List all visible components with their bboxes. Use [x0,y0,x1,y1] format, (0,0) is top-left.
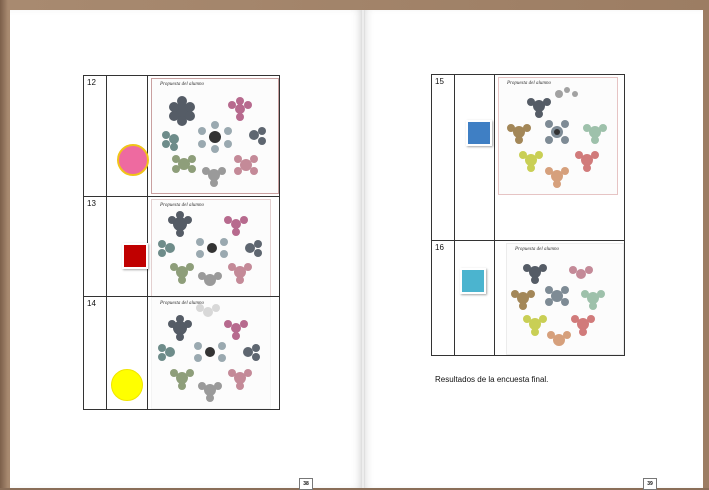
flower-diagram [152,298,270,408]
flower-diagram [507,244,623,354]
student-proposal-thumbnail: Propuesta del alumno [151,199,271,297]
table-row: 16 Propuesta del alumno [432,240,624,356]
flower-diagram [152,79,278,193]
table-row: 13 Propuesta del alumno [84,196,279,297]
row-number: 13 [87,199,96,208]
blue-square-swatch [466,120,492,146]
flower-diagram [499,78,617,194]
table-row: 15 Propuesta del alumno [432,75,624,240]
cyan-square-swatch [460,268,486,294]
figure-caption: Resultados de la encuesta final. [435,375,548,384]
left-table: 12 Propuesta del alumno 13 Propuesta del… [83,75,280,410]
book-gutter [361,10,365,488]
red-square-swatch [122,243,148,269]
table-row: 14 Propuesta del alumno [84,296,279,410]
row-number: 16 [435,243,444,252]
page-number: 39 [643,478,657,490]
right-table: 15 Propuesta del alumno 16 Propuesta del… [431,74,625,356]
student-proposal-thumbnail: Propuesta del alumno [506,243,624,355]
student-proposal-thumbnail: Propuesta del alumno [498,77,618,195]
table-row: 12 Propuesta del alumno [84,76,279,196]
pink-circle-swatch [117,144,149,176]
page-number: 38 [299,478,313,490]
row-number: 14 [87,299,96,308]
row-number: 15 [435,77,444,86]
yellow-circle-swatch [111,369,143,401]
student-proposal-thumbnail: Propuesta del alumno [151,78,279,194]
flower-diagram [152,200,270,296]
student-proposal-thumbnail: Propuesta del alumno [151,297,271,409]
row-number: 12 [87,78,96,87]
